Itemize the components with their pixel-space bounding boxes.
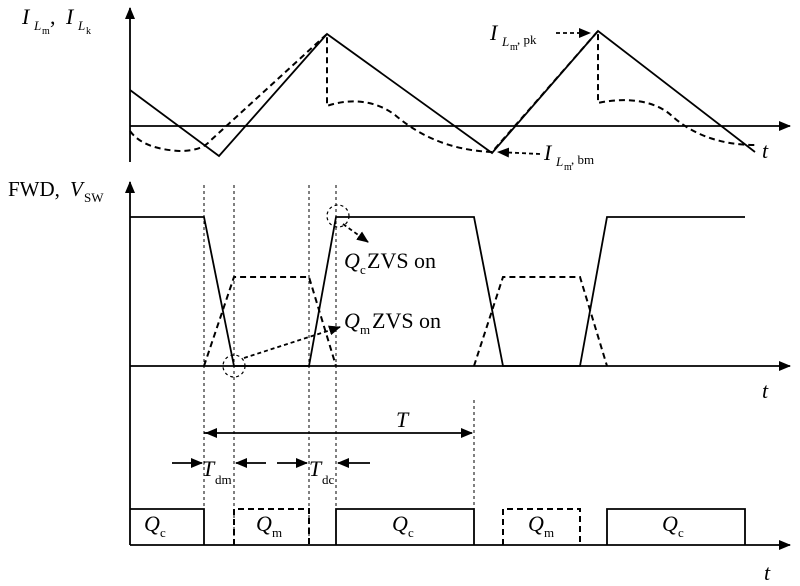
top-axis-label-sub-m: m — [42, 26, 50, 37]
tdc-label-sub: dc — [322, 472, 335, 487]
gate-qc-label-1-sub: c — [160, 525, 166, 540]
mid-t-label: t — [762, 378, 769, 403]
qc-zvs-circle — [326, 204, 350, 228]
qc-zvs-label-text: ZVS on — [367, 248, 436, 273]
gate-qm-label-2: Q — [528, 511, 544, 536]
bottom-t-label: t — [764, 560, 771, 585]
qc-zvs-arrow — [342, 223, 369, 243]
qm-zvs-label-text: ZVS on — [372, 308, 441, 333]
tdm-label-sub: dm — [215, 472, 232, 487]
fwd-pulse-2 — [473, 276, 608, 367]
top-axis-label-I: I — [21, 4, 31, 29]
tdm-label: T — [202, 456, 216, 481]
gate-qc-pulse-2 — [335, 508, 475, 545]
gate-qc-label-3: Q — [662, 511, 678, 536]
gate-qm-pulse-1 — [233, 508, 310, 545]
gate-qc-label-2-sub: c — [408, 525, 414, 540]
switch-voltage-wave — [130, 216, 745, 367]
tdc-label: T — [309, 456, 323, 481]
peak-label-m: m — [510, 42, 518, 53]
gate-qm-pulse-2 — [502, 508, 581, 545]
gate-qc-label-1: Q — [144, 511, 160, 536]
mid-axis-label-prefix: FWD, — [8, 177, 60, 201]
fwd-pulse-1 — [203, 276, 337, 367]
peak-label-pk: , pk — [517, 32, 537, 47]
top-axis-label-sub-k: k — [86, 26, 91, 37]
mid-axis-label-V: V — [70, 177, 85, 201]
gate-qm-label-1: Q — [256, 511, 272, 536]
period-label: T — [396, 407, 410, 432]
gate-qc-label-3-sub: c — [678, 525, 684, 540]
leakage-current-wave — [129, 28, 756, 154]
peak-label-I: I — [489, 20, 499, 45]
qc-zvs-label-Q: Q — [344, 248, 360, 273]
bottom-arrow — [497, 147, 541, 158]
qm-zvs-label-sub: m — [360, 322, 370, 337]
bottom-label-L: L — [555, 154, 563, 169]
bottom-label-bm: , bm — [571, 152, 594, 167]
gate-qc-label-2: Q — [392, 511, 408, 536]
gate-qc-pulse-3 — [606, 508, 746, 545]
top-axis-label-sub-L: L — [33, 18, 41, 33]
qm-zvs-arrow — [243, 325, 341, 359]
gate-qm-label-1-sub: m — [272, 525, 282, 540]
gate-qm-label-2-sub: m — [544, 525, 554, 540]
mid-axis-label-SW: SW — [84, 190, 104, 205]
bottom-label-m: m — [564, 162, 572, 173]
qm-zvs-circle — [222, 354, 246, 378]
qm-zvs-label-Q: Q — [344, 308, 360, 333]
top-axis-label-sub-L2: L — [77, 18, 85, 33]
top-axis-label-I2: I — [65, 4, 75, 29]
peak-label-L: L — [501, 34, 509, 49]
bottom-label-I: I — [543, 140, 553, 165]
gate-qc-pulse-1 — [130, 508, 205, 545]
qc-zvs-label-sub: c — [360, 262, 366, 277]
top-axis-label-sep: , — [50, 4, 56, 29]
magnetizing-current-wave — [129, 29, 756, 158]
top-t-label: t — [762, 138, 769, 163]
